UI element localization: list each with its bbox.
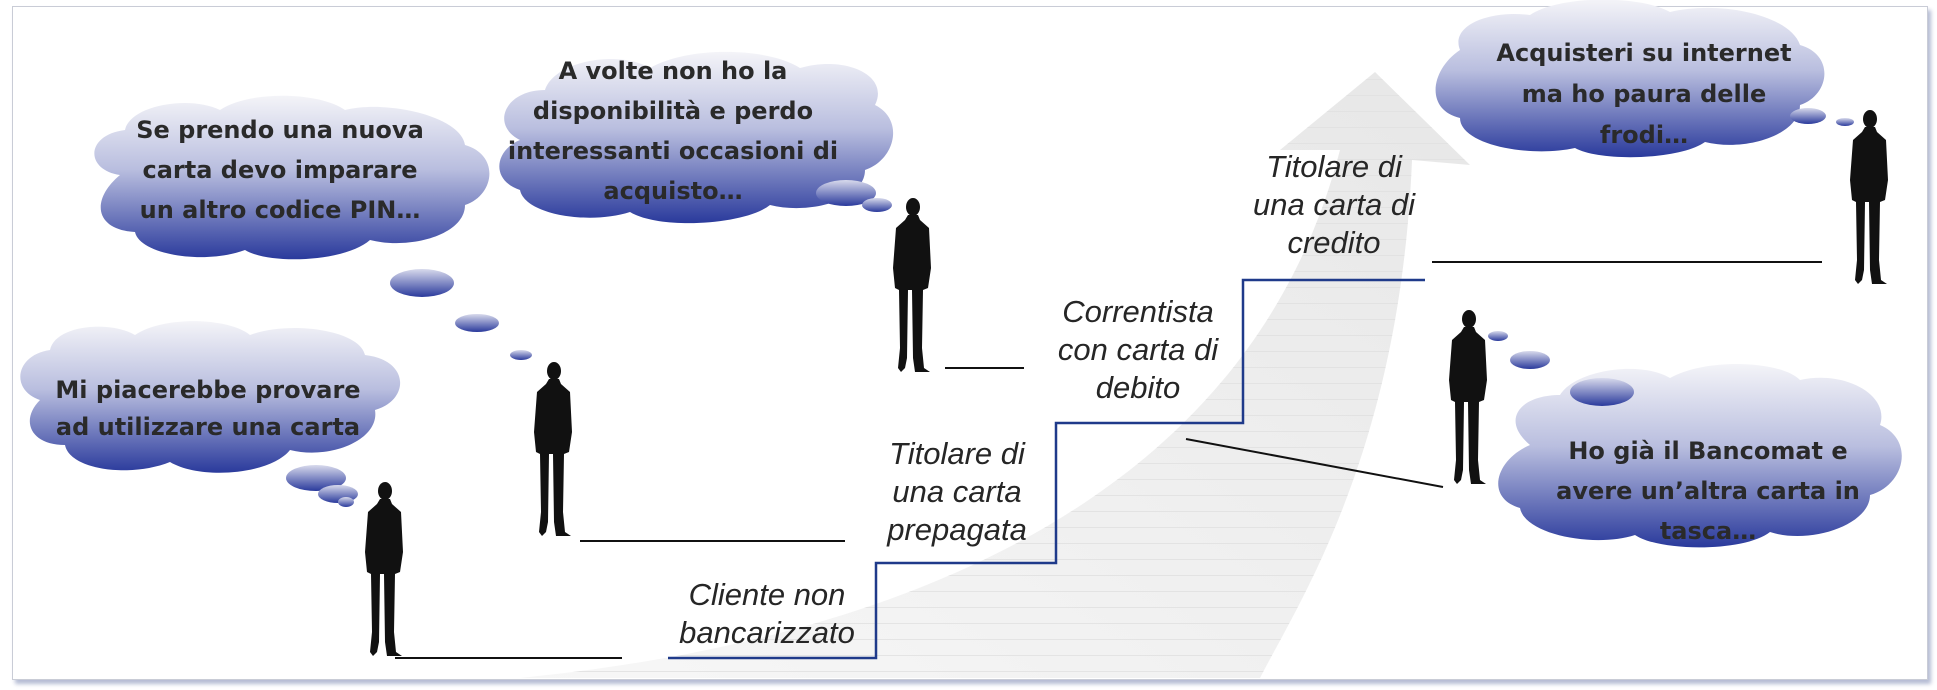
thought-3-text-line: A volte non ho la xyxy=(559,57,788,85)
thought-5-text-line: avere un’altra carta in xyxy=(1556,477,1860,505)
thought-bubble-1 xyxy=(20,321,401,507)
person-silhouette-5 xyxy=(1850,110,1888,284)
thought-4-text-line: ma ho paura delle xyxy=(1522,80,1767,108)
thought-bubble-2 xyxy=(94,95,532,360)
thought-3-text-line: interessanti occasioni di xyxy=(508,137,838,165)
thought-4-text-line: Acquisteri su internet xyxy=(1496,39,1791,67)
thought-1-text-line: ad utilizzare una carta xyxy=(56,413,360,441)
thought-2-text-line: un altro codice PIN… xyxy=(140,196,421,224)
staircase-line xyxy=(668,278,1425,660)
thought-2-text-line: Se prendo una nuova xyxy=(136,116,424,144)
thought-3-text-line: disponibilità e perdo xyxy=(533,97,813,125)
thought-bubble-3 xyxy=(499,51,894,224)
thought-1-text-line: Mi piacerebbe provare xyxy=(55,376,360,404)
stage-4-label-line: credito xyxy=(1287,225,1380,260)
stage-1-label-line: Cliente non xyxy=(689,577,846,612)
thought-bubble-4 xyxy=(1435,0,1854,158)
thought-3-text-line: acquisto… xyxy=(603,177,742,205)
stage-3-label-line: debito xyxy=(1096,370,1180,405)
stage-2-label-line: una carta xyxy=(892,474,1021,509)
stage-4-label-line: Titolare di xyxy=(1266,149,1403,184)
growth-arrow xyxy=(520,72,1470,678)
thought-5-text-line: Ho già il Bancomat e xyxy=(1568,437,1847,465)
stage-2-label-line: prepagata xyxy=(886,512,1027,547)
stage-2-label-line: Titolare di xyxy=(889,436,1026,471)
thought-5-text-line: tasca… xyxy=(1660,517,1756,545)
person-silhouette-1 xyxy=(365,482,403,656)
stage-3-label-line: Correntista xyxy=(1062,294,1214,329)
thought-4-text-line: frodi… xyxy=(1600,121,1688,149)
thought-2-text-line: carta devo imparare xyxy=(143,156,418,184)
person-silhouette-3 xyxy=(893,198,931,372)
person-silhouette-4 xyxy=(1449,310,1487,484)
thought-bubble-5 xyxy=(1488,331,1902,548)
ground-lines xyxy=(395,261,1822,659)
stage-4-label-line: una carta di xyxy=(1253,187,1416,222)
stage-1-label-line: bancarizzato xyxy=(679,615,855,650)
person-silhouette-2 xyxy=(534,362,572,536)
stage-3-label-line: con carta di xyxy=(1058,332,1219,367)
